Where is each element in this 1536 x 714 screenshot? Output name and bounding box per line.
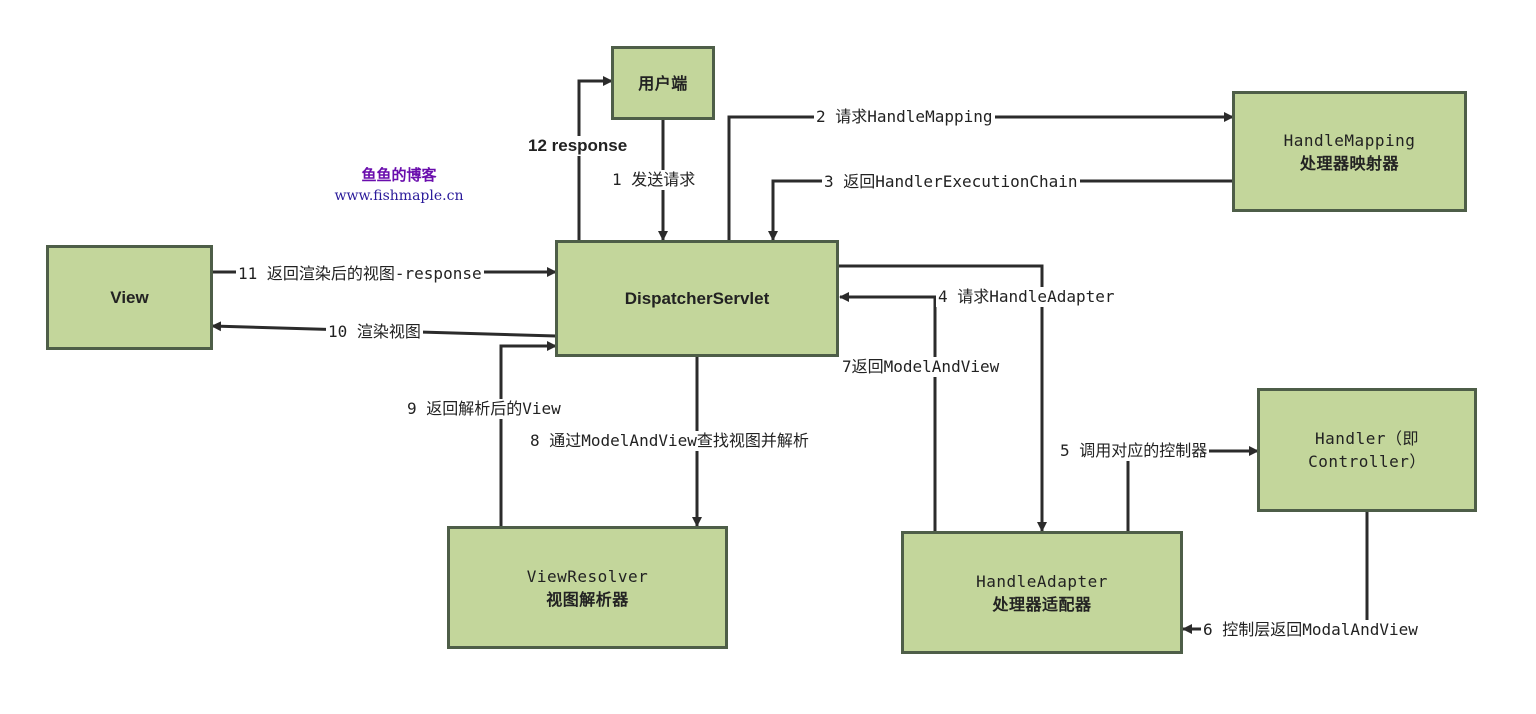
step-9-label: 9 返回解析后的View bbox=[405, 399, 563, 419]
step-4-label: 4 请求HandleAdapter bbox=[936, 287, 1117, 307]
step-10-label: 10 渲染视图 bbox=[326, 322, 423, 342]
edge-9-return-resolved-view bbox=[499, 341, 557, 526]
edge-3-return-execution-chain bbox=[768, 179, 1233, 241]
step-8-label: 8 通过ModelAndView查找视图并解析 bbox=[528, 431, 811, 451]
node-dispatcher-servlet: DispatcherServlet bbox=[555, 240, 839, 357]
step-7-label: 7返回ModelAndView bbox=[840, 357, 1002, 377]
node-handle-adapter-line2: 处理器适配器 bbox=[992, 594, 1092, 614]
blog-url: www.fishmaple.cn bbox=[334, 188, 464, 204]
step-6-label: 6 控制层返回ModalAndView bbox=[1201, 620, 1420, 640]
edge-6-controller-returns bbox=[1182, 510, 1369, 634]
step-3-label: 3 返回HandlerExecutionChain bbox=[822, 172, 1080, 192]
node-handle-mapping-line2: 处理器映射器 bbox=[1299, 153, 1399, 173]
node-dispatcher-label: DispatcherServlet bbox=[624, 289, 770, 308]
node-handle-adapter: HandleAdapter 处理器适配器 bbox=[901, 531, 1183, 654]
step-12-label: 12 response bbox=[526, 136, 630, 156]
node-view-resolver-line2: 视图解析器 bbox=[546, 589, 629, 609]
step-11-label: 11 返回渲染后的视图-response bbox=[236, 264, 484, 284]
node-handler-line1: Handler（即 bbox=[1315, 429, 1419, 448]
node-client-label: 用户端 bbox=[638, 73, 688, 93]
node-view-resolver: ViewResolver 视图解析器 bbox=[447, 526, 728, 649]
edge-7-return-model-and-view bbox=[839, 292, 937, 531]
node-handler: Handler（即 Controller） bbox=[1257, 388, 1477, 512]
step-2-label: 2 请求HandleMapping bbox=[814, 107, 995, 127]
node-handle-mapping: HandleMapping 处理器映射器 bbox=[1232, 91, 1467, 212]
node-view-resolver-line1: ViewResolver bbox=[526, 566, 649, 586]
edge-2-request-handle-mapping bbox=[727, 112, 1234, 240]
step-5-label: 5 调用对应的控制器 bbox=[1058, 441, 1210, 461]
edge-12-response bbox=[577, 76, 613, 240]
blog-watermark: 鱼鱼的博客 www.fishmaple.cn bbox=[318, 165, 480, 207]
node-handler-line2: Controller） bbox=[1308, 452, 1426, 471]
node-view: View bbox=[46, 245, 213, 350]
node-client: 用户端 bbox=[611, 46, 715, 120]
blog-title: 鱼鱼的博客 bbox=[361, 166, 437, 184]
node-handle-adapter-line1: HandleAdapter bbox=[976, 571, 1108, 591]
edge-4-request-handle-adapter bbox=[838, 264, 1047, 532]
step-1-label: 1 发送请求 bbox=[610, 170, 698, 190]
node-handle-mapping-line1: HandleMapping bbox=[1283, 130, 1416, 150]
node-view-label: View bbox=[110, 288, 149, 307]
edge-5-invoke-controller bbox=[1126, 446, 1259, 531]
